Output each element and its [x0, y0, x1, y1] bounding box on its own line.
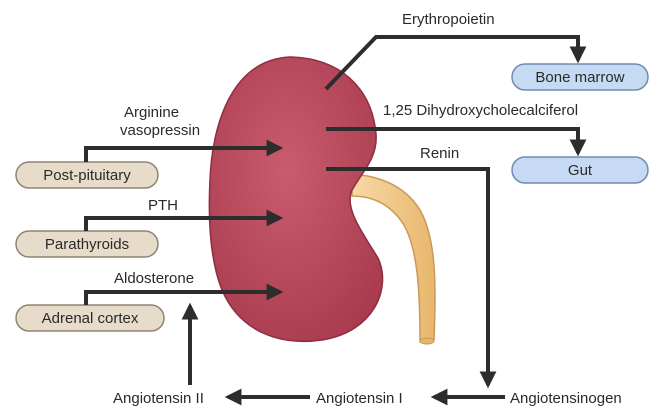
aldosterone-label: Aldosterone — [114, 270, 194, 287]
post-pituitary-pill: Post-pituitary — [16, 162, 158, 188]
gut-label: Gut — [568, 162, 593, 179]
vasopressin-label: vasopressin — [120, 122, 200, 139]
adrenal-cortex-label: Adrenal cortex — [42, 310, 139, 327]
adrenal-cortex-pill: Adrenal cortex — [16, 305, 164, 331]
renin-label: Renin — [420, 145, 459, 162]
parathyroids-label: Parathyroids — [45, 236, 129, 253]
angiotensin-ii-label: Angiotensin II — [113, 390, 204, 407]
kidney — [209, 57, 382, 341]
post-pituitary-label: Post-pituitary — [43, 167, 131, 184]
ureter-end — [420, 338, 434, 344]
gut-pill: Gut — [512, 157, 648, 183]
arginine-label: Arginine — [124, 104, 179, 121]
erythropoietin-label: Erythropoietin — [402, 11, 495, 28]
dihydroxycholecalciferol-label: 1,25 Dihydroxycholecalciferol — [383, 102, 578, 119]
bone-marrow-pill: Bone marrow — [512, 64, 648, 90]
bone-marrow-label: Bone marrow — [535, 69, 624, 86]
pth-label: PTH — [148, 197, 178, 214]
angiotensinogen-label: Angiotensinogen — [510, 390, 622, 407]
parathyroids-pill: Parathyroids — [16, 231, 158, 257]
angiotensin-i-label: Angiotensin I — [316, 390, 403, 407]
